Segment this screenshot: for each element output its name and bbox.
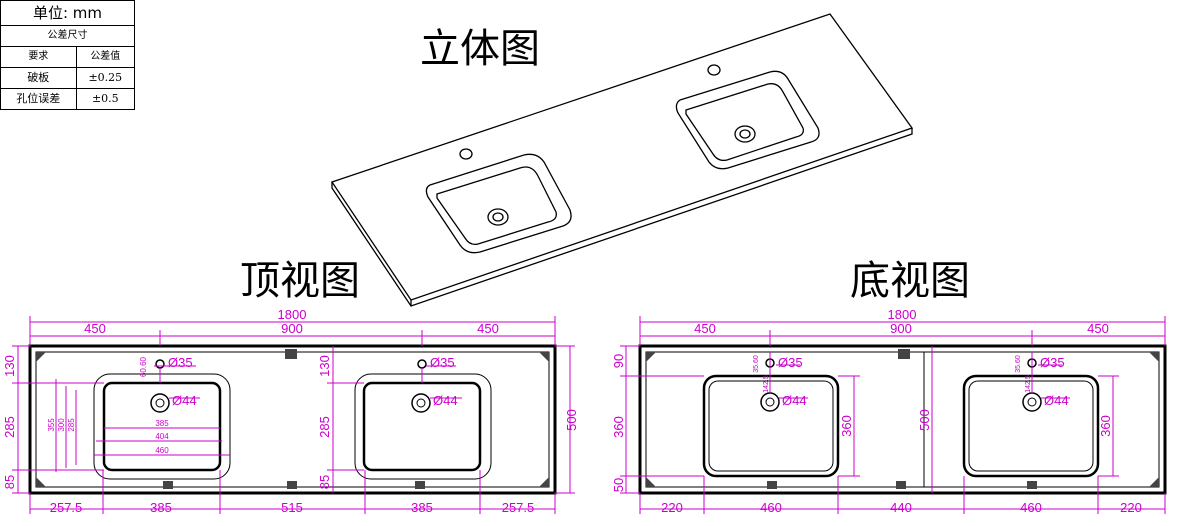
bottom-left-drain-label: Ø44 xyxy=(782,393,807,408)
row-value: ±0.5 xyxy=(75,88,136,110)
bottom-bot-seg-4: 460 xyxy=(1020,500,1042,515)
basin-width-404: 404 xyxy=(155,432,169,441)
top-overall-dim: 1800 xyxy=(278,307,307,322)
row-item: 孔位误差 xyxy=(0,88,77,110)
bottom-left-dim-2: 360 xyxy=(611,416,626,438)
right-tap-hole-icon xyxy=(707,64,721,76)
bottom-view-outline xyxy=(638,344,1167,495)
bottom-left-hole-offset: 35.60 xyxy=(753,355,760,373)
title-top-view: 顶视图 xyxy=(240,258,360,304)
left-basin-inner xyxy=(436,166,557,246)
right-drain-inner-icon xyxy=(739,129,751,139)
top-bot-seg-1: 257.5 xyxy=(50,500,83,515)
basin-depth-355: 355 xyxy=(47,418,56,432)
bottom-right-hole-offset: 35.60 xyxy=(1015,355,1022,373)
top-bot-seg-4: 385 xyxy=(411,500,433,515)
countertop-front-edge xyxy=(331,128,913,307)
bottom-right-basin-depth: 360 xyxy=(1098,415,1113,437)
top-view: 1800 450 900 450 257.5 385 515 385 257.5… xyxy=(2,307,579,515)
left-basin-rim xyxy=(425,153,572,254)
bottom-left-drain-icon xyxy=(760,392,780,412)
top-bot-seg-2: 385 xyxy=(150,500,172,515)
bottom-mid-dim: 500 xyxy=(917,409,932,431)
table-row: 孔位误差 ±0.5 xyxy=(0,88,136,110)
bottom-bot-seg-3: 440 xyxy=(890,500,912,515)
top-mid-dim-1: 130 xyxy=(317,355,332,377)
countertop-top-face xyxy=(330,13,914,301)
right-basin-inner xyxy=(685,83,804,162)
bottom-left-dim-1: 90 xyxy=(611,354,626,368)
top-seg-1: 450 xyxy=(84,321,106,336)
table-row: 破板 ±0.25 xyxy=(0,67,136,89)
top-hole-offset: 60.60 xyxy=(139,356,148,377)
right-basin-rim xyxy=(675,70,820,170)
top-right-drain-label: Ø44 xyxy=(433,393,458,408)
corner-marks xyxy=(36,349,549,489)
bottom-left-tap-label: Ø35 xyxy=(778,355,803,370)
basin-width-460: 460 xyxy=(155,446,169,455)
right-basin xyxy=(362,381,482,472)
top-seg-3: 450 xyxy=(477,321,499,336)
bottom-corner-marks xyxy=(646,349,1159,489)
right-tap-hole-icon xyxy=(417,359,427,369)
basin-width-385: 385 xyxy=(155,419,169,428)
left-tap-hole-icon xyxy=(155,359,165,369)
bottom-bot-seg-1: 220 xyxy=(661,500,683,515)
tolerance-table: 单位: mm 公差尺寸 要求 公差值 破板 ±0.25 孔位误差 ±0.5 xyxy=(0,0,136,110)
bottom-left-dim-3: 50 xyxy=(611,478,626,492)
title-bottom-view: 底视图 xyxy=(850,258,970,304)
bottom-bot-seg-2: 460 xyxy=(760,500,782,515)
bottom-right-tap-label: Ø35 xyxy=(1040,355,1065,370)
basin-depth-285: 285 xyxy=(67,418,76,432)
top-left-dim-2: 285 xyxy=(2,416,17,438)
unit-label: 单位: mm xyxy=(0,0,135,26)
left-drain-icon xyxy=(487,208,509,226)
right-basin-outer xyxy=(354,373,492,480)
right-drain-icon xyxy=(734,125,756,143)
bottom-right-hole-offset-small: 142.5 xyxy=(1025,375,1032,393)
bottom-view: 1800 450 900 450 220 460 440 460 220 90 … xyxy=(611,307,1167,515)
title-isometric: 立体图 xyxy=(420,26,540,72)
bottom-left-basin xyxy=(702,374,840,478)
top-right-dim: 500 xyxy=(564,409,579,431)
bottom-seg-1: 450 xyxy=(694,321,716,336)
top-seg-2: 900 xyxy=(281,321,303,336)
bottom-seg-3: 450 xyxy=(1087,321,1109,336)
bottom-right-basin xyxy=(962,374,1100,478)
top-view-outline xyxy=(28,344,557,495)
left-basin-outer xyxy=(93,373,231,480)
bottom-left-basin-depth: 360 xyxy=(839,415,854,437)
right-drain-icon xyxy=(411,393,431,413)
bottom-seg-2: 900 xyxy=(890,321,912,336)
left-drain-icon xyxy=(150,393,170,413)
top-bot-seg-3: 515 xyxy=(281,500,303,515)
top-right-tap-label: Ø35 xyxy=(430,355,455,370)
top-left-tap-label: Ø35 xyxy=(168,355,193,370)
top-bot-seg-5: 257.5 xyxy=(502,500,535,515)
bottom-left-hole-offset-small: 142.5 xyxy=(763,375,770,393)
left-tap-hole-icon xyxy=(459,148,473,160)
bottom-overall-dim: 1800 xyxy=(888,307,917,322)
left-basin xyxy=(102,381,222,472)
left-drain-inner-icon xyxy=(492,212,504,222)
bottom-bot-seg-5: 220 xyxy=(1120,500,1142,515)
top-left-drain-label: Ø44 xyxy=(172,393,197,408)
bottom-right-drain-icon xyxy=(1022,392,1042,412)
bottom-right-drain-label: Ø44 xyxy=(1044,393,1069,408)
top-left-dim-3: 85 xyxy=(2,475,17,489)
top-mid-dim-3: 85 xyxy=(317,475,332,489)
top-mid-dim-2: 285 xyxy=(317,416,332,438)
top-left-dim-1: 130 xyxy=(2,355,17,377)
isometric-view xyxy=(330,13,914,307)
basin-depth-300: 300 xyxy=(57,418,66,432)
